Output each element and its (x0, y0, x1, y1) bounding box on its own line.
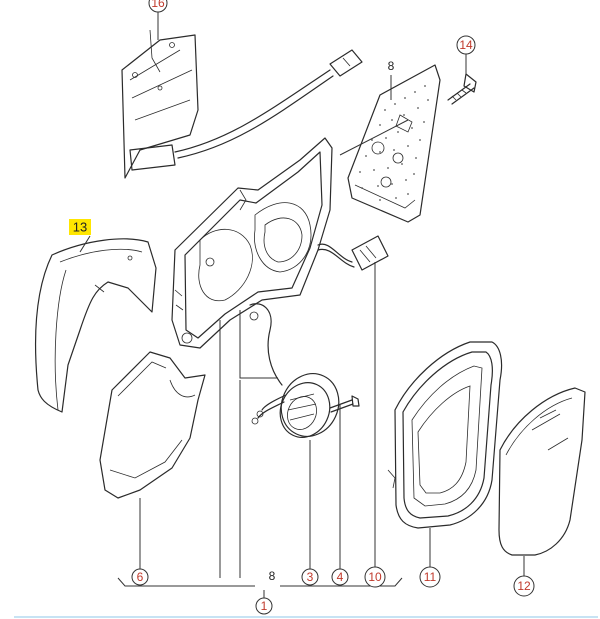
callout-8-top: 8 (388, 59, 395, 73)
callout-10: 10 (364, 566, 386, 588)
callout-3: 3 (301, 568, 319, 586)
callout-12: 12 (513, 575, 535, 597)
part-11-mirror-frame (387, 341, 503, 529)
svg-text:8: 8 (388, 59, 395, 73)
callout-11: 11 (419, 566, 441, 588)
svg-text:16: 16 (151, 0, 165, 10)
svg-text:3: 3 (307, 570, 314, 584)
callout-4: 4 (331, 568, 349, 586)
svg-text:8: 8 (269, 569, 276, 583)
callout-8: 8 (269, 569, 276, 583)
mirror-housing-base (171, 137, 389, 386)
callout-6: 6 (131, 568, 149, 586)
part-14-screw (447, 73, 477, 105)
callout-13-highlighted: 13 (69, 219, 91, 235)
svg-text:4: 4 (337, 570, 344, 584)
svg-text:11: 11 (424, 570, 437, 584)
part-13-mirror-cap (35, 238, 157, 413)
part-3-adjustment-motor (251, 373, 340, 438)
part-4-screw (329, 395, 360, 413)
callout-16: 16 (148, 0, 168, 13)
part-8-mounting-plate (339, 64, 441, 223)
svg-text:6: 6 (137, 570, 144, 584)
part-12-mirror-glass (498, 387, 586, 556)
part-6-lower-cover (99, 351, 206, 499)
svg-text:12: 12 (517, 579, 531, 593)
svg-text:14: 14 (459, 38, 473, 52)
callout-14: 14 (456, 35, 476, 55)
svg-text:13: 13 (73, 220, 87, 235)
svg-text:10: 10 (368, 570, 382, 584)
callout-1: 1 (255, 597, 273, 615)
svg-text:1: 1 (261, 599, 268, 613)
part-16-harness-bracket (121, 29, 363, 179)
leader-lines (79, 12, 525, 598)
